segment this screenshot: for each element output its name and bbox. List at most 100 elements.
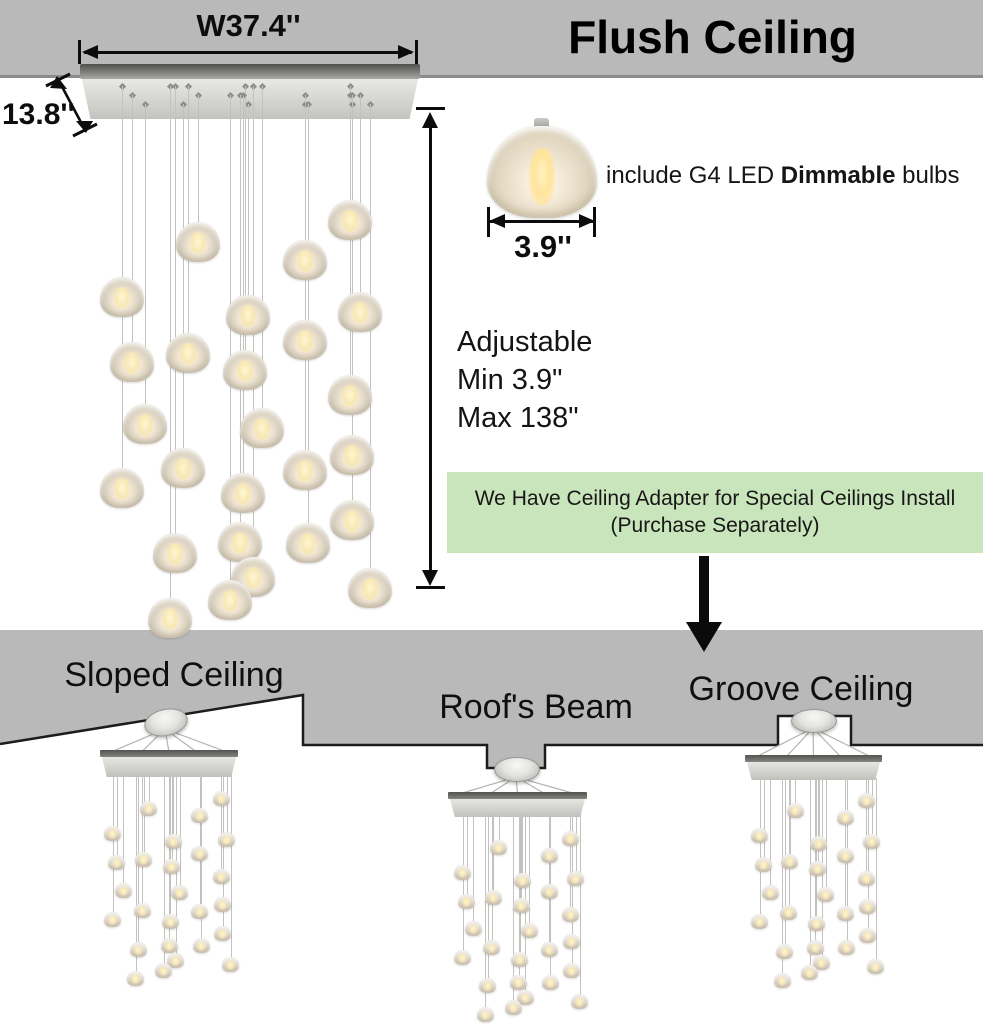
pendant-cable bbox=[112, 775, 114, 917]
bulb-note-suffix: bulbs bbox=[895, 162, 960, 189]
pendant-cable bbox=[491, 815, 493, 945]
pendant-cable bbox=[307, 104, 309, 529]
pendant-cable bbox=[171, 775, 173, 864]
crystal-pendant bbox=[859, 898, 877, 914]
crystal-pendant bbox=[540, 941, 558, 957]
crystal-pendant bbox=[223, 350, 267, 390]
mini-plate-bar bbox=[448, 792, 587, 799]
pendant-cable bbox=[575, 815, 577, 875]
crystal-pendant bbox=[155, 963, 173, 979]
pendant-cable bbox=[521, 815, 523, 902]
crystal-pendant bbox=[490, 840, 508, 856]
crystal-pendant bbox=[476, 1007, 494, 1023]
crystal-pendant bbox=[504, 999, 522, 1015]
crystal-pendant bbox=[191, 845, 209, 861]
pendant-cable bbox=[788, 778, 790, 909]
crystal-pendant bbox=[104, 912, 122, 928]
crystal-pendant bbox=[283, 320, 327, 360]
adjustable-min: Min 3.9" bbox=[457, 364, 563, 396]
width-dim-arrow-right-icon bbox=[398, 45, 414, 59]
pendant-cable bbox=[173, 775, 175, 838]
pendant-cable bbox=[144, 104, 146, 410]
crystal-pendant bbox=[214, 896, 232, 912]
pendant-cable bbox=[867, 778, 869, 933]
pendant-cable bbox=[242, 95, 244, 479]
crystal-pendant bbox=[135, 851, 153, 867]
pendant-cable bbox=[199, 775, 201, 909]
width-dim-left-tick bbox=[78, 40, 81, 64]
height-dim-arrow-up-icon bbox=[422, 112, 438, 128]
pendant-cable bbox=[197, 95, 199, 228]
section-label-groove-ceiling: Groove Ceiling bbox=[688, 670, 914, 708]
crystal-pendant bbox=[541, 974, 559, 990]
pendant-cable bbox=[148, 775, 150, 805]
crystal-pendant bbox=[286, 523, 330, 563]
crystal-pendant bbox=[348, 568, 392, 608]
pendant-cable bbox=[222, 775, 224, 931]
crystal-pendant bbox=[231, 557, 275, 597]
bulb-width-label: 3.9'' bbox=[514, 229, 572, 264]
crystal-pendant bbox=[458, 893, 476, 909]
pendant-cable bbox=[570, 815, 572, 912]
crystal-pendant bbox=[171, 884, 189, 900]
crystal-pendant bbox=[464, 920, 482, 936]
crystal-pendant bbox=[114, 882, 132, 898]
crystal-pendant bbox=[751, 914, 769, 930]
adjustable-title: Adjustable bbox=[457, 326, 593, 358]
crystal-pendant bbox=[836, 810, 854, 826]
crystal-pendant bbox=[123, 404, 167, 444]
crystal-pendant bbox=[100, 277, 144, 317]
adjustable-max: Max 138" bbox=[457, 402, 579, 434]
pendant-cable bbox=[369, 104, 371, 574]
pendant-cable bbox=[182, 104, 184, 454]
crystal-pendant bbox=[212, 869, 230, 885]
pendant-cable bbox=[549, 815, 551, 946]
adjustable-specs: Adjustable Min 3.9" Max 138" bbox=[457, 323, 592, 437]
pendant-cable bbox=[261, 86, 263, 414]
pendant-cable bbox=[845, 778, 847, 911]
crystal-pendant bbox=[191, 808, 209, 824]
pendant-cable bbox=[247, 104, 249, 301]
crystal-pendant bbox=[161, 914, 179, 930]
bulb-note-emphasis: Dimmable bbox=[780, 162, 896, 189]
crystal-pendant bbox=[110, 342, 154, 382]
crystal-pendant bbox=[761, 884, 779, 900]
pendant-cable bbox=[782, 778, 783, 978]
crystal-pendant bbox=[857, 792, 875, 808]
crystal-pendant bbox=[571, 993, 589, 1009]
pendant-cable bbox=[359, 95, 361, 298]
adapter-note-line1: We Have Ceiling Adapter for Special Ceil… bbox=[474, 487, 956, 510]
pendant-cable bbox=[522, 815, 524, 877]
crystal-pendant bbox=[817, 886, 835, 902]
crystal-pendant bbox=[781, 853, 799, 869]
crystal-pendant bbox=[806, 939, 824, 955]
mini-plate-face bbox=[450, 799, 585, 817]
crystal-pendant bbox=[563, 934, 581, 950]
down-arrow-icon bbox=[686, 622, 722, 652]
crystal-pendant bbox=[330, 500, 374, 540]
pendant-cable bbox=[866, 778, 868, 876]
mini-plate-bar bbox=[100, 750, 238, 757]
pendant-cable bbox=[579, 815, 581, 998]
down-arrow-shaft bbox=[699, 556, 709, 624]
mini-plate-bar bbox=[745, 755, 882, 762]
pendant-cable bbox=[789, 778, 791, 858]
crystal-pendant bbox=[510, 974, 527, 990]
pendant-cable bbox=[817, 778, 819, 866]
height-dim-arrow-down-icon bbox=[422, 570, 438, 586]
crystal-pendant bbox=[127, 971, 144, 987]
crystal-pendant bbox=[133, 902, 151, 918]
bulb-filament-glow bbox=[529, 148, 555, 206]
pendant-cable bbox=[473, 815, 475, 925]
crystal-pendant bbox=[153, 533, 197, 573]
pendant-cable bbox=[230, 775, 232, 962]
crystal-pendant bbox=[283, 240, 327, 280]
crystal-pendant bbox=[810, 835, 828, 851]
page-title: Flush Ceiling bbox=[568, 11, 857, 63]
section-label-sloped-ceiling: Sloped Ceiling bbox=[64, 656, 284, 694]
bulb-dim-left-tick bbox=[487, 207, 490, 237]
crystal-pendant bbox=[221, 473, 265, 513]
width-dim-arrow-left-icon bbox=[82, 45, 98, 59]
bulb-dim-line bbox=[490, 220, 594, 223]
adapter-note-box: We Have Ceiling Adapter for Special Ceil… bbox=[447, 472, 983, 553]
